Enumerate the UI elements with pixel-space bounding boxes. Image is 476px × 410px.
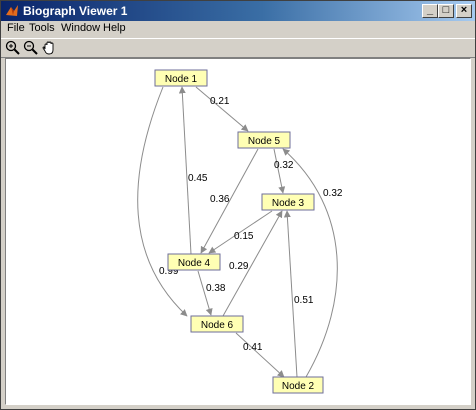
biograph-graph[interactable]: 0.21 0.99 0.450.36 0.32 0.32 0.15 0.290.38 0.51… [6, 59, 470, 404]
node-node1[interactable]: Node 1 [154, 69, 208, 87]
toolbar [1, 38, 475, 58]
edge-weight-label: 0.29 [229, 261, 249, 272]
node-node5[interactable]: Node 5 [237, 131, 291, 149]
edge-weight-label: 0.41 [243, 342, 263, 353]
zoom-in-icon[interactable] [5, 40, 21, 56]
edge-node4-to-node6[interactable] [197, 270, 213, 316]
edge-node2-to-node3[interactable] [283, 210, 298, 378]
edge-weight-label: 0.38 [206, 283, 226, 294]
node-node4[interactable]: Node 4 [167, 253, 221, 271]
node-label: Node 6 [201, 320, 234, 331]
edge-weight-label: 0.36 [210, 194, 230, 205]
edge-node1-to-node6[interactable] [137, 86, 188, 317]
node-box[interactable] [261, 193, 315, 211]
edge-weight-label: 0.99 [159, 266, 179, 277]
node-box[interactable] [237, 131, 291, 149]
node-label: Node 4 [178, 258, 211, 269]
edge-weight-label: 0.15 [234, 231, 254, 242]
node-label: Node 3 [272, 198, 305, 209]
edge-weight-label: 0.32 [274, 160, 294, 171]
menu-bar: File Tools Window Help [1, 21, 475, 38]
edge-weight-label: 0.51 [294, 295, 314, 306]
edge-node2-to-node5[interactable] [282, 148, 338, 378]
edge-node3-to-node4[interactable] [208, 210, 273, 254]
node-label: Node 2 [282, 381, 315, 392]
edge-node6-to-node2[interactable] [235, 332, 285, 378]
node-label: Node 5 [248, 136, 281, 147]
title-bar[interactable]: Biograph Viewer 1 _ □ × [1, 1, 475, 21]
node-label: Node 1 [165, 74, 198, 85]
edge-node1-to-node5[interactable] [195, 86, 249, 132]
edge-weight-label: 0.32 [323, 188, 343, 199]
edge-weight-label: 0.45 [188, 173, 208, 184]
menu-file[interactable]: File [7, 22, 25, 34]
maximize-button[interactable]: □ [438, 4, 454, 18]
node-box[interactable] [167, 253, 221, 271]
pan-hand-icon[interactable] [41, 40, 57, 56]
menu-window[interactable]: Window [61, 22, 101, 34]
matlab-icon [6, 5, 18, 16]
window-title: Biograph Viewer 1 [23, 4, 128, 18]
node-node3[interactable]: Node 3 [261, 193, 315, 211]
edge-node5-to-node4[interactable] [200, 148, 259, 254]
menu-tools[interactable]: Tools [29, 22, 55, 34]
edge-weight-label: 0.21 [210, 96, 230, 107]
node-box[interactable] [190, 315, 244, 333]
node-node2[interactable]: Node 2 [272, 376, 324, 394]
menu-help[interactable]: Help [103, 22, 126, 34]
node-box[interactable] [154, 69, 208, 87]
node-box[interactable] [272, 376, 324, 394]
minimize-button[interactable]: _ [422, 4, 438, 18]
edge-node4-to-node1[interactable] [178, 86, 192, 255]
edge-node5-to-node3[interactable] [273, 148, 286, 194]
node-node6[interactable]: Node 6 [190, 315, 244, 333]
close-button[interactable]: × [456, 4, 472, 18]
edge-node6-to-node3[interactable] [222, 210, 283, 317]
zoom-out-icon[interactable] [23, 40, 39, 56]
